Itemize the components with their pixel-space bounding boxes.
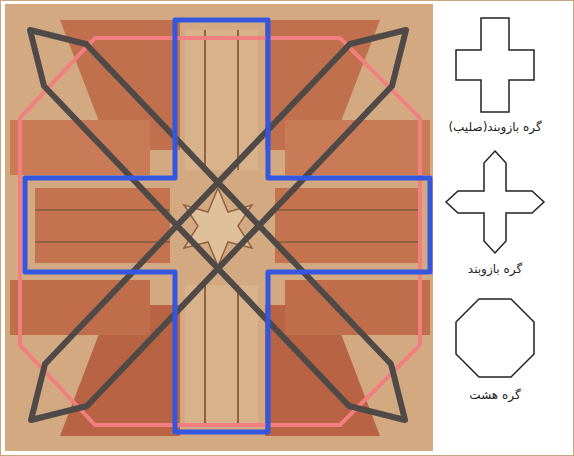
knot-label: گره بازوبند xyxy=(440,262,550,278)
brick-pattern xyxy=(10,20,430,436)
brick-ground xyxy=(5,4,433,451)
octagon-knot-node: گره هشت xyxy=(440,296,550,404)
cross-knot-node: گره بازوبند(صلیب) xyxy=(440,16,550,136)
bazuband-knot-node: گره بازوبند xyxy=(440,148,550,278)
octagon-knot-shape xyxy=(440,296,550,382)
diagonal-band xyxy=(30,30,405,420)
bazuband-knot-shape xyxy=(446,151,544,253)
diagonal-band xyxy=(31,30,406,420)
cross-outline xyxy=(25,20,430,432)
knot-label: گره هشت xyxy=(440,388,550,404)
bazuband-knot-shape xyxy=(440,148,550,256)
octagon-knot-shape xyxy=(456,299,534,377)
cross-knot-shape xyxy=(440,16,550,114)
octagon-outline xyxy=(20,38,420,425)
knot-label: گره بازوبند(صلیب) xyxy=(440,120,550,136)
cross-knot-shape xyxy=(456,18,534,112)
